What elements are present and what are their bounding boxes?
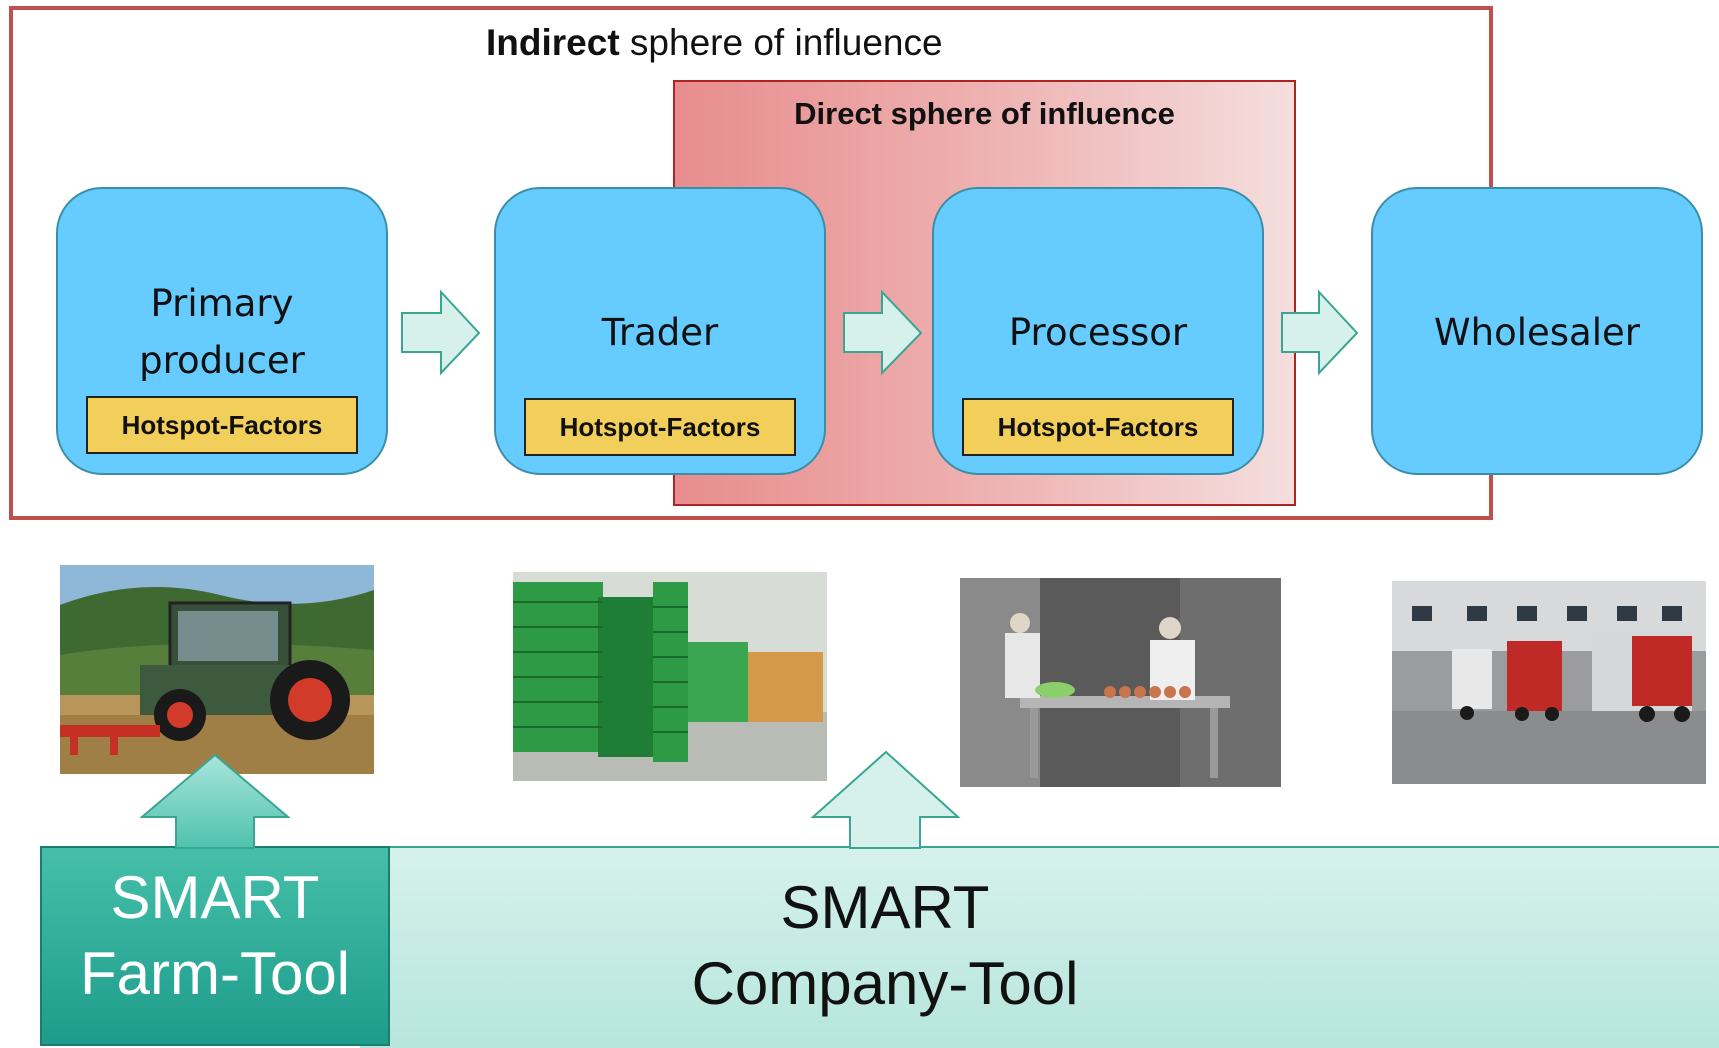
direct-sphere-title: Direct sphere of influence: [794, 96, 1175, 131]
photo-trucks: [1392, 581, 1706, 784]
indirect-keyword: Indirect: [486, 22, 620, 63]
company-tool-band: [360, 846, 1719, 1048]
farm-tool-line2: Farm-Tool: [79, 940, 351, 1007]
photo-crates: [513, 572, 827, 781]
farm-tool-box: [40, 846, 390, 1046]
stage-primary-producer-line2: producer: [139, 339, 305, 382]
indirect-sphere-title: Indirect sphere of influence: [486, 22, 943, 64]
company-tool-line1: SMART: [780, 874, 990, 941]
company-tool-arrow: [810, 750, 961, 849]
stage-wholesaler-label: Wholesaler: [1434, 311, 1640, 354]
company-tool-line2: Company-Tool: [691, 950, 1079, 1017]
company-tool-label: SMART Company-Tool: [600, 870, 1170, 1022]
hotspot-factors-trader: Hotspot-Factors: [524, 398, 796, 456]
flow-arrow-2: [843, 289, 923, 376]
farm-tool-label: SMART Farm-Tool: [40, 860, 390, 1012]
stage-trader-label: Trader: [601, 311, 719, 354]
hotspot-factors-processor: Hotspot-Factors: [962, 398, 1234, 456]
flow-arrow-1: [401, 289, 481, 376]
farm-tool-arrow: [139, 753, 291, 849]
photo-tractor: [60, 565, 374, 774]
hotspot-factors-primary-producer: Hotspot-Factors: [86, 396, 358, 454]
flow-arrow-3: [1281, 289, 1359, 376]
stage-wholesaler: [1371, 187, 1703, 475]
stage-processor-label: Processor: [1008, 311, 1188, 354]
farm-tool-line1: SMART: [110, 864, 320, 931]
indirect-rest: sphere of influence: [619, 22, 943, 63]
stage-primary-producer-line1: Primary: [150, 282, 294, 325]
photo-processing: [960, 578, 1281, 787]
